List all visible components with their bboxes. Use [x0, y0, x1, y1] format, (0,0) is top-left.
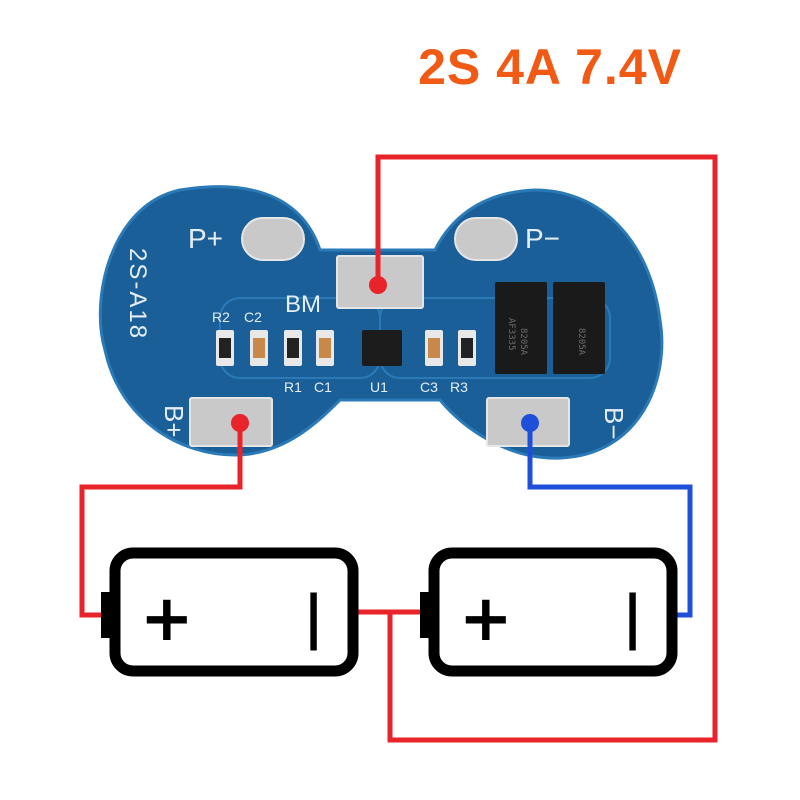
c3-label: C3	[420, 379, 438, 395]
p-minus-label: P−	[525, 223, 560, 254]
spec-title: 2S 4A 7.4V	[418, 39, 682, 95]
pcb-outline	[98, 185, 664, 460]
r2-label: R2	[212, 309, 230, 325]
c1-capacitor	[316, 330, 334, 366]
mosfet-code-marking: AF3335	[506, 318, 516, 351]
battery-1-minus: |	[303, 583, 324, 651]
battery-2-plus: +	[459, 582, 513, 656]
battery-icon: + |	[101, 547, 359, 677]
board-name-label: 2S-A18	[124, 248, 151, 340]
battery-1-plus: +	[140, 582, 194, 656]
b-plus-wire	[79, 423, 243, 618]
b-minus-wire-dot	[521, 414, 539, 432]
b-plus-wire-dot	[231, 414, 249, 432]
battery-icon: + |	[420, 547, 678, 677]
p-plus-pad	[241, 217, 305, 261]
mosfet-1-marking: 8205A	[518, 328, 528, 356]
p-minus-pad	[454, 217, 518, 261]
b-plus-pad	[189, 397, 273, 447]
b-minus-label: B−	[599, 407, 629, 440]
wires	[79, 154, 718, 743]
r3-resistor	[458, 330, 476, 366]
bm-wire-dot	[369, 276, 387, 294]
c2-capacitor	[250, 330, 268, 366]
pcb-board: P+ P− BM B+ B− 2S-A18 R2 C2 R1 C1 U1 C3 …	[98, 185, 664, 460]
c1-label: C1	[314, 379, 332, 395]
r1-label: R1	[284, 379, 302, 395]
u1-label: U1	[370, 379, 388, 395]
r2-resistor	[216, 330, 234, 366]
mosfet-1	[495, 282, 547, 374]
mosfet-2	[553, 282, 605, 374]
c2-label: C2	[244, 309, 262, 325]
mosfet-2-marking: 8205A	[576, 328, 586, 356]
smd-components	[216, 330, 476, 366]
b-minus-wire	[527, 423, 693, 618]
p-plus-label: P+	[188, 223, 223, 254]
r1-resistor	[284, 330, 302, 366]
bm-label: BM	[285, 291, 321, 318]
c3-capacitor	[425, 330, 443, 366]
battery-2-minus: |	[622, 583, 643, 651]
r3-label: R3	[450, 379, 468, 395]
b-plus-label: B+	[159, 405, 189, 438]
u1-chip	[362, 330, 402, 366]
